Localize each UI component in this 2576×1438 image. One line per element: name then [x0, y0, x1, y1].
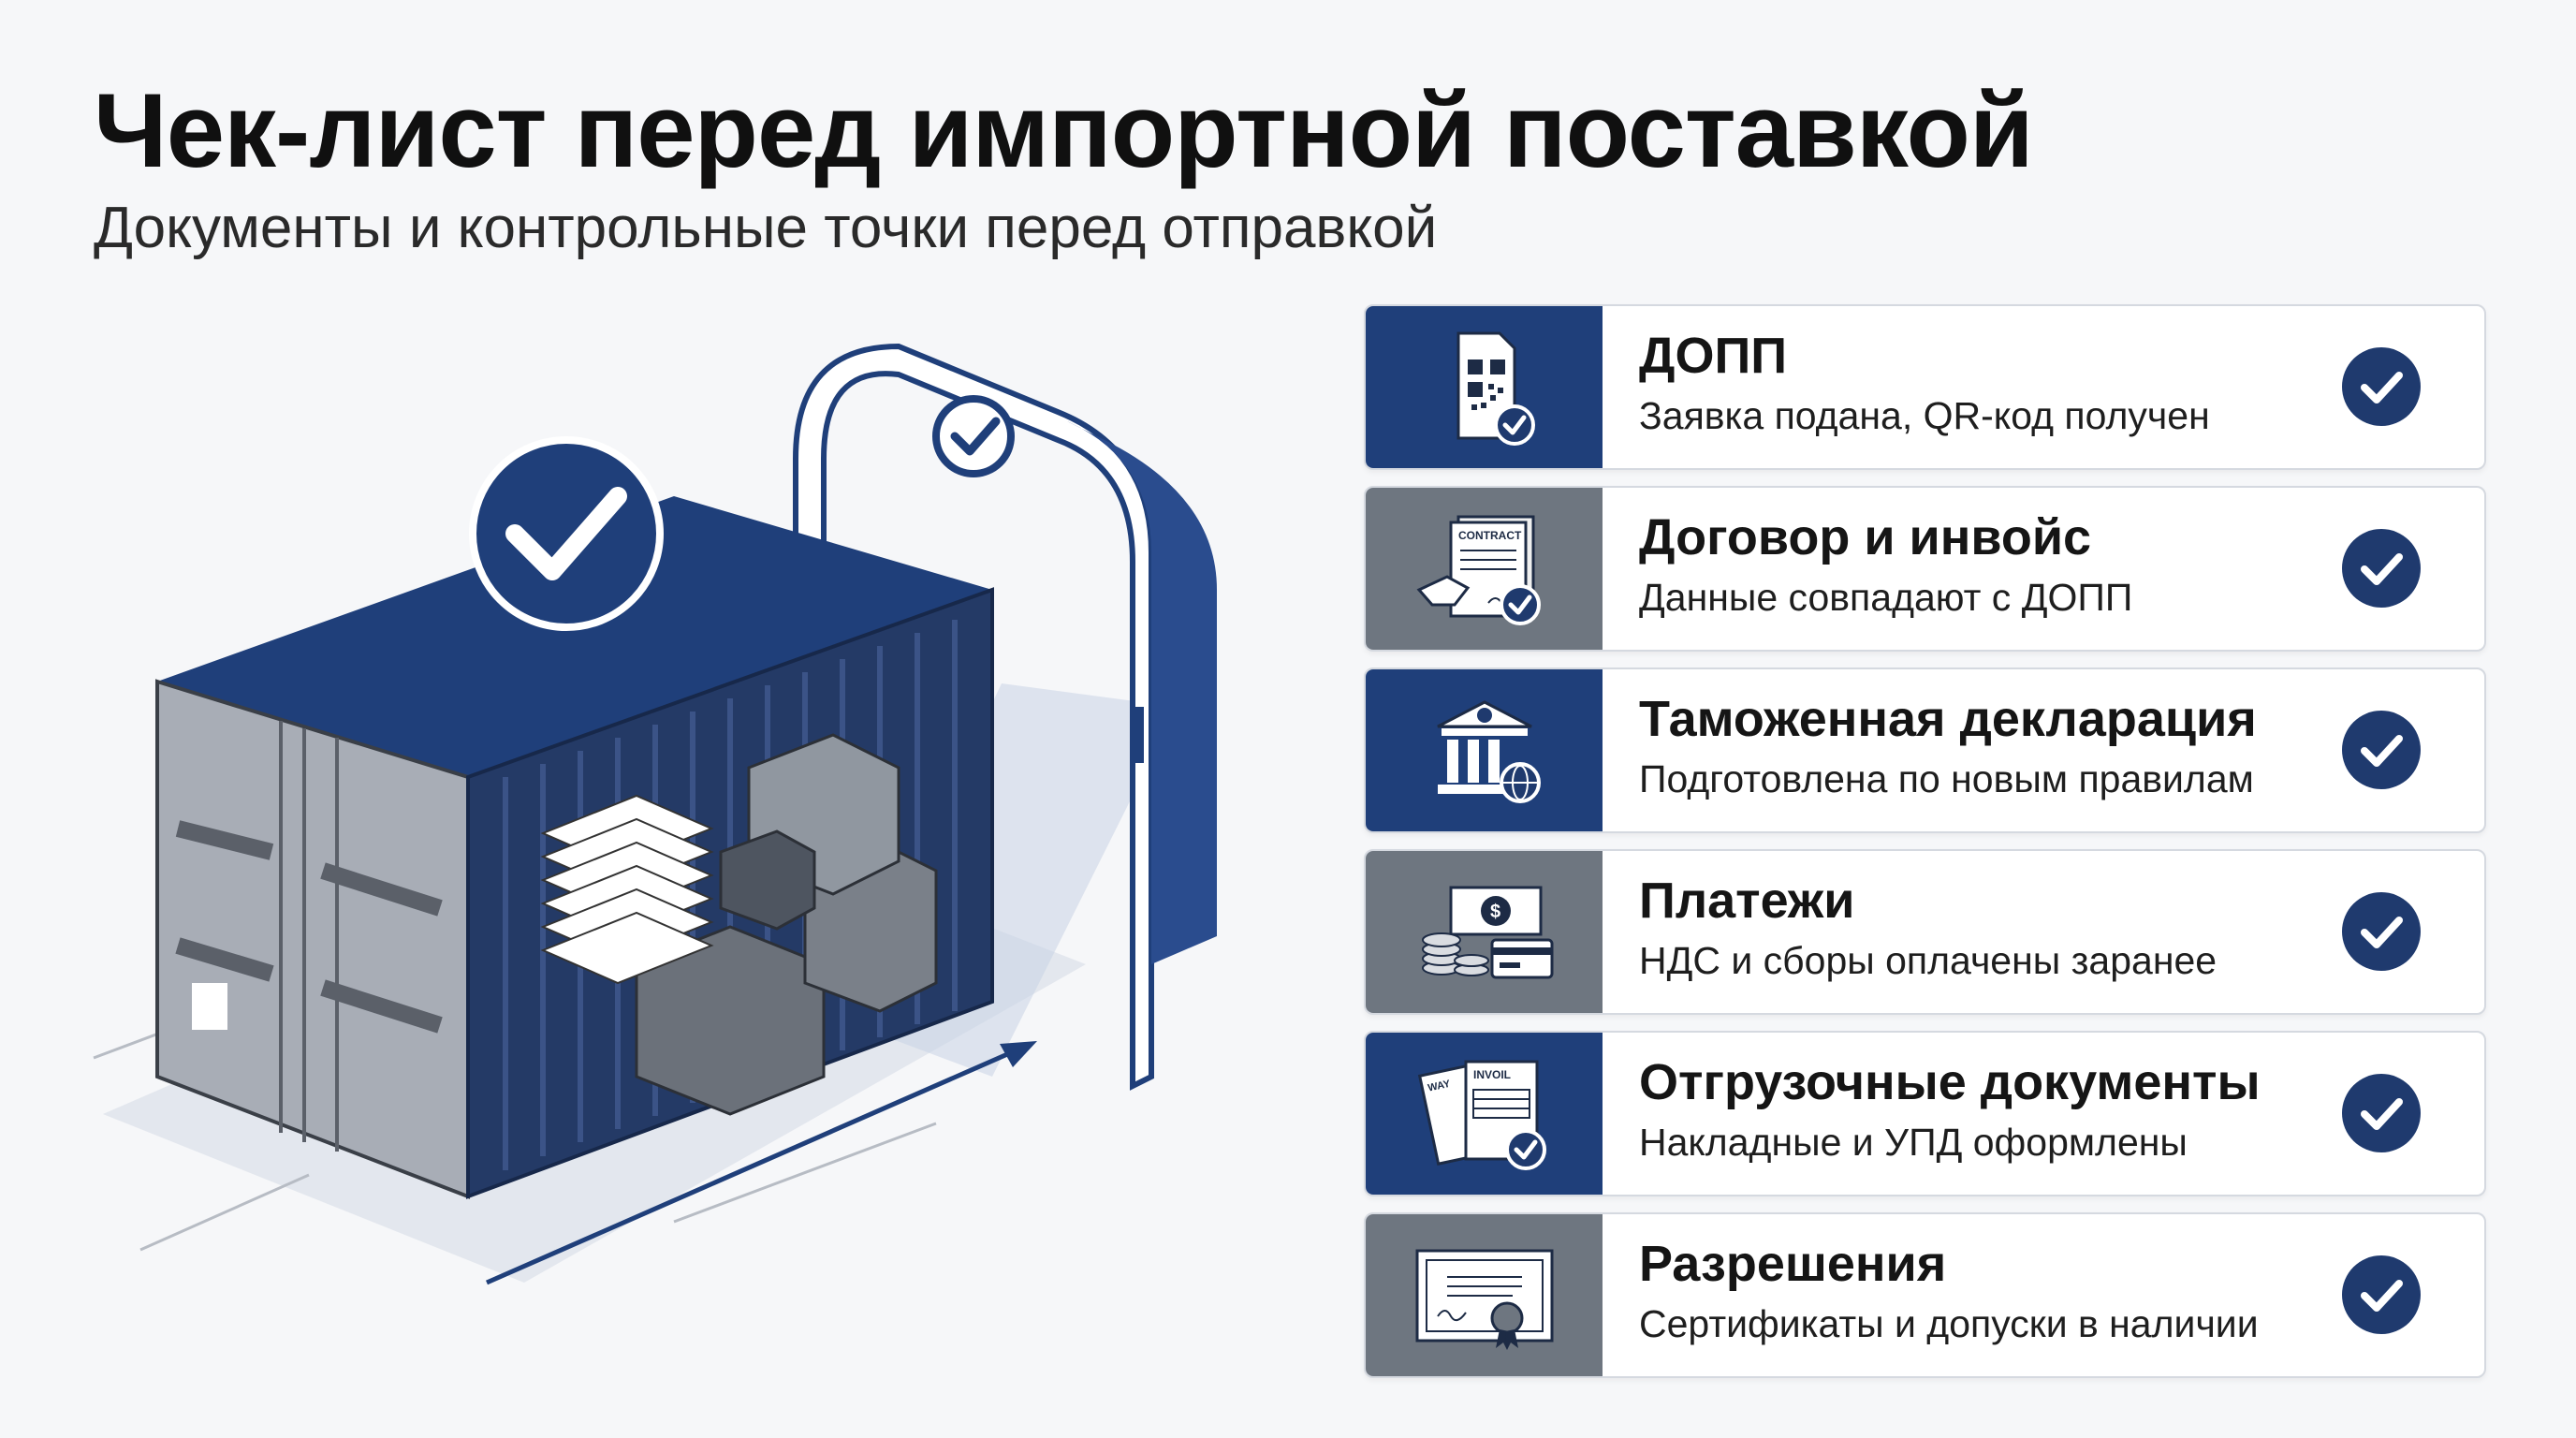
- checklist-item-customs: Таможенная декларация Подготовлена по но…: [1364, 668, 2486, 833]
- checklist-item-payments: $ Платежи НДС и сборы оплачены заранее: [1364, 849, 2486, 1015]
- check-icon: [2340, 709, 2422, 791]
- icon-panel: CONTRACT: [1366, 488, 1603, 650]
- document-stack: [540, 794, 714, 985]
- icon-panel: [1366, 1214, 1603, 1376]
- payments-icon: $: [1421, 886, 1553, 978]
- item-subtitle: НДС и сборы оплачены заранее: [1639, 939, 2217, 983]
- scan-gate-front: [1067, 421, 1217, 964]
- direction-arrow-head: [1000, 1041, 1037, 1067]
- container-label: [192, 983, 227, 1030]
- waybill-label: WAY: [1427, 1078, 1452, 1093]
- cargo-box: [635, 925, 826, 1116]
- icon-panel: $: [1366, 851, 1603, 1013]
- check-icon: [2340, 1254, 2422, 1336]
- contract-label: CONTRACT: [1458, 529, 1522, 542]
- icon-panel: [1366, 306, 1603, 468]
- check-icon: [2340, 527, 2422, 609]
- item-subtitle: Заявка подана, QR-код получен: [1639, 394, 2210, 438]
- item-title: Таможенная декларация: [1639, 691, 2257, 747]
- motion-line: [139, 1173, 310, 1252]
- item-title: Договор и инвойс: [1639, 509, 2092, 565]
- gate-check-icon: [932, 395, 1015, 477]
- container-check-icon: [469, 436, 664, 631]
- check-icon: [2340, 890, 2422, 973]
- gate-sensor: [1133, 707, 1144, 763]
- cargo-box: [719, 829, 816, 931]
- checklist-item-contract: CONTRACT Договор и инвойс Данные совпада…: [1364, 486, 2486, 652]
- svg-text:$: $: [1490, 902, 1500, 922]
- item-subtitle: Данные совпадают с ДОПП: [1639, 576, 2133, 620]
- check-icon: [2340, 1072, 2422, 1154]
- qr-document-icon: [1456, 331, 1535, 446]
- direction-arrow: [485, 1046, 1022, 1285]
- item-title: ДОПП: [1639, 328, 1788, 384]
- icon-panel: WAY INVOIL: [1366, 1033, 1603, 1195]
- customs-building-icon: [1436, 699, 1541, 803]
- item-subtitle: Сертификаты и допуски в наличии: [1639, 1302, 2259, 1346]
- icon-panel: [1366, 669, 1603, 831]
- contract-handshake-icon: CONTRACT: [1416, 515, 1541, 625]
- invoice-label: INVOIL: [1473, 1068, 1511, 1081]
- container-scan-illustration: [0, 309, 1310, 1438]
- container-top: [157, 496, 992, 777]
- item-subtitle: Накладные и УПД оформлены: [1639, 1121, 2188, 1165]
- motion-line: [673, 1122, 937, 1224]
- checklist-item-shipping-docs: WAY INVOIL Отгрузочные документы Накладн…: [1364, 1031, 2486, 1196]
- checklist-item-permits: Разрешения Сертификаты и допуски в налич…: [1364, 1212, 2486, 1378]
- check-icon: [2340, 345, 2422, 428]
- item-title: Разрешения: [1639, 1236, 1947, 1292]
- page-title: Чек-лист перед импортной поставкой: [94, 72, 2034, 189]
- item-title: Платежи: [1639, 873, 1855, 929]
- shipping-documents-icon: WAY INVOIL: [1417, 1060, 1546, 1170]
- item-subtitle: Подготовлена по новым правилам: [1639, 757, 2254, 801]
- certificate-icon: [1415, 1249, 1553, 1350]
- page-subtitle: Документы и контрольные точки перед отпр…: [94, 196, 1438, 260]
- checklist-item-dopp: ДОПП Заявка подана, QR-код получен: [1364, 304, 2486, 470]
- item-title: Отгрузочные документы: [1639, 1054, 2261, 1110]
